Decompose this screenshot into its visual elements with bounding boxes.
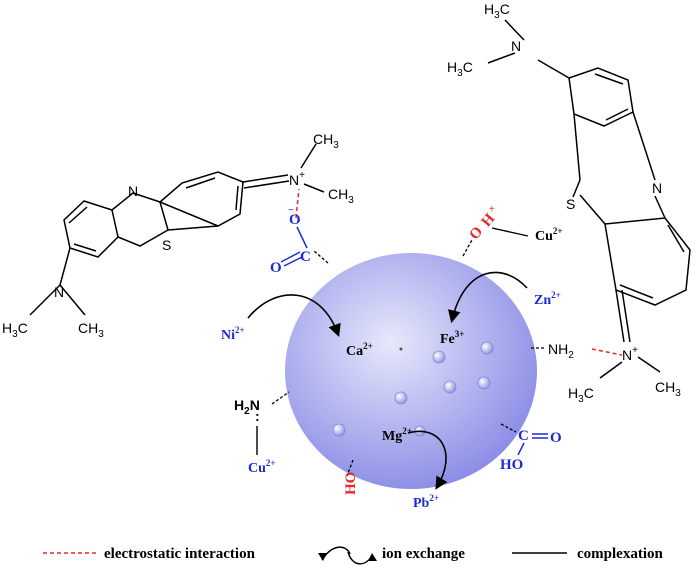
amino-group-right: NH2 [531, 341, 623, 361]
right-dye-molecule [487, 19, 691, 379]
left-h3c: H3C [2, 320, 28, 340]
bead-droplets [332, 341, 494, 437]
carboxyl-o-double: O [270, 260, 282, 276]
cooh-c: C [518, 428, 529, 444]
ion-fe: Fe3+ [440, 329, 464, 347]
legend-ion-exchange-arrows [321, 546, 373, 565]
carboxylate-group-top: O − C O [270, 188, 329, 276]
ion-mg: Mg2+ [382, 426, 412, 444]
ion-cu-left: Cu2+ [248, 458, 276, 476]
carboxyl-group-bottom: C O HO [500, 423, 562, 473]
droplet [443, 380, 457, 394]
ion-ni: Ni2+ [221, 325, 245, 343]
legend: electrostatic interaction ion exchange c… [43, 546, 663, 565]
adsorbent-bead [285, 253, 537, 489]
ion-pb: Pb2+ [413, 493, 439, 511]
hydroxyl-group-top: O H + [462, 204, 529, 257]
left-ch3: CH3 [78, 320, 104, 340]
amino-group-left: H2N : [234, 391, 290, 455]
legend-complexation-label: complexation [577, 546, 663, 562]
left-dye-molecule [29, 143, 325, 316]
right-h3c-left: H3C [447, 59, 473, 79]
left-n-ring: N [128, 183, 138, 199]
arrow-mg-pb [407, 430, 448, 490]
ion-ca: Ca2+ [346, 341, 373, 359]
cooh-o: O [550, 430, 562, 446]
legend-arrowhead-right [368, 553, 377, 561]
nh2-right: NH2 [548, 341, 574, 361]
arrow-zn-fe [448, 271, 528, 324]
left-n-amine: N [54, 284, 64, 300]
ion-exchange-arrows [247, 271, 528, 490]
right-ch3-bottom: CH3 [655, 379, 681, 399]
left-ch3-right: CH3 [328, 186, 354, 206]
left-s-ring: S [162, 237, 171, 253]
carboxyl-c: C [300, 249, 311, 265]
droplet [480, 341, 494, 355]
left-ch3-top: CH3 [313, 131, 339, 151]
ion-cu-top: Cu2+ [535, 226, 563, 244]
droplet [394, 391, 408, 405]
ho-bottom: HO [343, 472, 359, 495]
legend-ion-exchange-label: ion exchange [382, 546, 465, 562]
legend-arrowhead-left [318, 553, 327, 561]
ion-zn: Zn2+ [534, 290, 561, 308]
h2n-left: H2N [234, 397, 260, 417]
droplet-center [399, 347, 403, 351]
arrow-ni-ca [247, 294, 341, 338]
right-n-amine: N [511, 38, 521, 54]
carboxyl-o-single: O [289, 212, 301, 228]
droplet [332, 423, 346, 437]
oh-plus: + [489, 204, 495, 215]
cooh-ho: HO [500, 457, 523, 473]
hydroxyl-group-bottom: HO [343, 459, 359, 495]
droplet [477, 376, 491, 390]
lone-pair: : [255, 408, 260, 424]
oh-o: O [467, 224, 487, 243]
legend-electrostatic-label: electrostatic interaction [104, 546, 256, 562]
right-n-plus: N+ [622, 345, 638, 363]
right-h3c-bottom: H3C [568, 385, 594, 405]
right-h3c-top: H3C [484, 1, 510, 21]
right-s-ring: S [566, 196, 575, 212]
right-n-ring: N [652, 180, 662, 196]
carboxyl-minus: − [288, 205, 294, 216]
droplet [432, 350, 446, 364]
left-n-plus: N+ [289, 170, 305, 188]
